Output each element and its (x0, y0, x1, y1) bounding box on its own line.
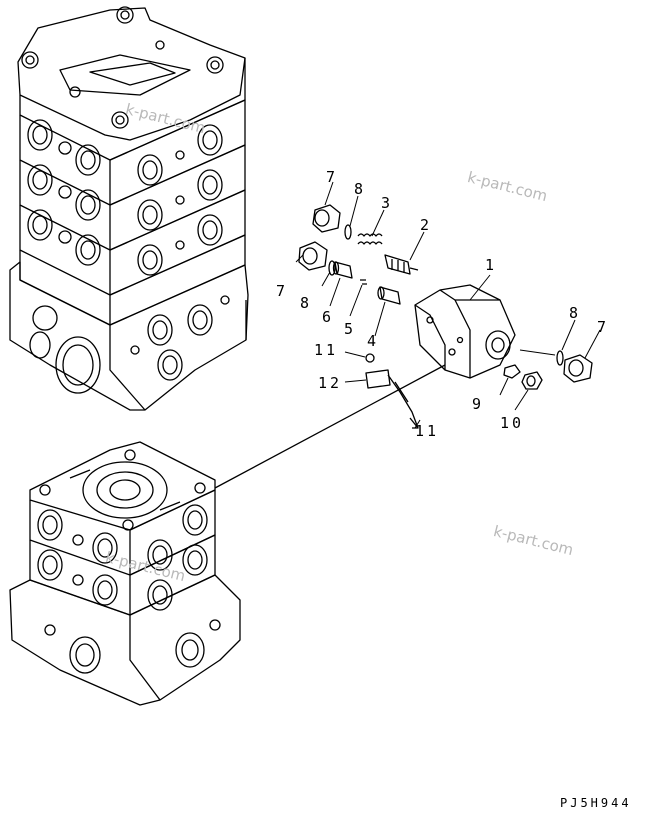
part-12-filter (366, 370, 418, 428)
part-1-valve-body (415, 285, 515, 378)
part-7-plug-upper (313, 205, 340, 232)
upper-valve-assembly (10, 7, 248, 410)
callout-2: 2 (420, 216, 433, 234)
callout-10: 10 (500, 414, 525, 432)
part-10-plug (522, 372, 542, 389)
callout-11-lower: 11 (415, 422, 440, 440)
callout-4: 4 (367, 332, 380, 350)
callout-6: 6 (322, 308, 335, 326)
callout-12: 12 (318, 374, 343, 392)
callout-8-right: 8 (569, 304, 582, 322)
leader-lines (296, 182, 600, 428)
part-7-plug-right (564, 355, 592, 382)
connection-line (215, 365, 445, 488)
part-9-plug (504, 365, 520, 378)
part-4-piston (378, 287, 400, 304)
part-8-o-ring-right (557, 351, 563, 365)
part-7-plug-middle (299, 242, 327, 270)
part-8-o-ring-middle (329, 261, 335, 275)
drawing-code: PJ5H944 (560, 796, 632, 810)
callout-7-middle: 7 (276, 282, 289, 300)
part-8-o-ring-upper (345, 225, 351, 239)
callout-3: 3 (381, 194, 394, 212)
part-5-pin (360, 280, 367, 284)
callout-7-right: 7 (597, 318, 610, 336)
callout-9: 9 (472, 395, 485, 413)
part-2-spool (385, 255, 418, 274)
part-11-orifice (366, 354, 374, 362)
callout-11-upper: 11 (314, 341, 339, 359)
part-6-sleeve (334, 262, 353, 278)
callout-8-middle: 8 (300, 294, 313, 312)
callout-8-upper: 8 (354, 180, 367, 198)
callout-1: 1 (485, 256, 498, 274)
callout-7-upper: 7 (326, 168, 339, 186)
callout-5: 5 (344, 320, 357, 338)
part-3-spring (358, 234, 382, 244)
lower-valve-assembly (10, 442, 240, 705)
